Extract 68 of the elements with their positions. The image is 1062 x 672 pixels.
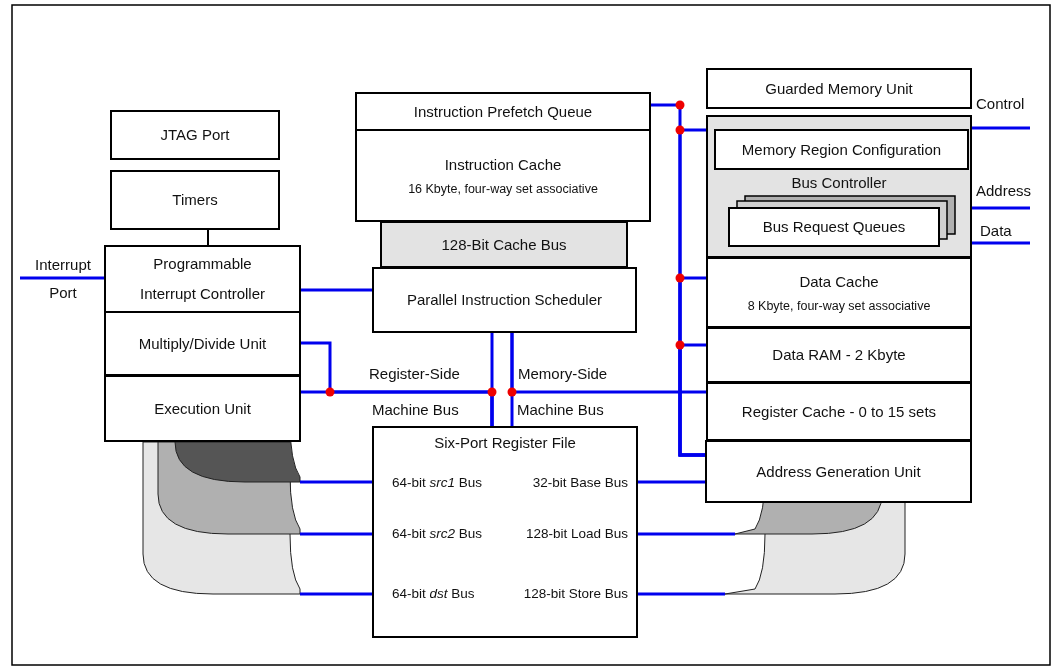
bus-line <box>972 206 1030 210</box>
block-detail: 16 Kbyte, four-way set associative <box>408 181 598 196</box>
bus-line <box>490 333 494 426</box>
unit-box <box>706 327 972 383</box>
bus-label: Port <box>49 284 77 302</box>
bus-line <box>301 288 372 292</box>
controller-panel <box>706 115 972 258</box>
block-detail: 8 Kbyte, four-way set associative <box>747 298 931 313</box>
bus-line <box>300 592 372 596</box>
unit-box <box>706 68 972 109</box>
block-title: 128-Bit Cache Bus <box>441 235 567 254</box>
bus-box <box>380 221 628 268</box>
block-title: Data RAM - 2 Kbyte <box>772 346 906 364</box>
block-title: Address Generation Unit <box>756 462 921 481</box>
port-label: 128-bit Load Bus <box>525 526 628 543</box>
bus-line <box>20 276 104 280</box>
bus-line <box>300 532 372 536</box>
unit-box <box>372 267 637 333</box>
block-title: Timers <box>172 191 218 209</box>
block-title: Instruction Prefetch Queue <box>413 102 593 121</box>
bus-label: Memory-Side <box>518 365 608 382</box>
register-file-box <box>372 426 638 638</box>
bus-line <box>638 532 735 536</box>
bus-line <box>972 126 1030 130</box>
unit-box <box>728 207 940 247</box>
block-title: Memory Region Configuration <box>741 140 942 159</box>
bus-label: Data <box>980 222 1012 239</box>
block-title: Bus Controller <box>791 174 887 192</box>
block-title: Programmable Interrupt Controller <box>138 254 267 304</box>
bus-line <box>510 333 706 394</box>
unit-box <box>110 170 280 230</box>
block-title: Data Cache <box>799 272 879 291</box>
port-label: 64-bit dst Bus <box>392 586 475 603</box>
block-title: Six-Port Register File <box>434 434 576 452</box>
bus-label: Register-Side <box>369 365 460 382</box>
port-label: 64-bit src1 Bus <box>392 475 483 492</box>
block-title: Guarded Memory Unit <box>765 79 913 98</box>
block-title: JTAG Port <box>160 126 230 144</box>
bus-line <box>638 592 725 596</box>
unit-box <box>714 129 969 170</box>
unit-box <box>104 245 301 313</box>
bus-line <box>300 480 372 484</box>
port-label: 64-bit src2 Bus <box>392 526 483 543</box>
bus-label: Machine Bus <box>372 401 459 418</box>
bus-label: Machine Bus <box>517 401 604 418</box>
port-label: 128-bit Store Bus <box>523 586 628 603</box>
bus-label: Address <box>976 182 1032 199</box>
unit-box <box>706 257 972 328</box>
bus-line <box>638 480 705 484</box>
unit-box <box>705 440 972 503</box>
unit-box <box>355 92 651 131</box>
block-title: Instruction Cache <box>444 155 562 174</box>
bus-label: Control <box>976 95 1025 112</box>
block-title: Bus Request Queues <box>762 218 906 236</box>
block-title: Parallel Instruction Scheduler <box>406 291 603 309</box>
block-title: Multiply/Divide Unit <box>138 334 267 353</box>
unit-box <box>110 110 280 160</box>
port-label: 32-bit Base Bus <box>532 475 628 492</box>
unit-box <box>104 311 301 376</box>
block-title: Register Cache - 0 to 15 sets <box>741 402 937 421</box>
unit-box <box>706 382 972 441</box>
bus-label: Interrupt <box>35 256 91 274</box>
unit-box <box>355 129 651 222</box>
bus-line <box>972 241 1030 245</box>
unit-box <box>104 375 301 442</box>
block-title: Execution Unit <box>154 399 251 418</box>
connector-line <box>207 229 209 246</box>
bus-line <box>678 343 706 457</box>
